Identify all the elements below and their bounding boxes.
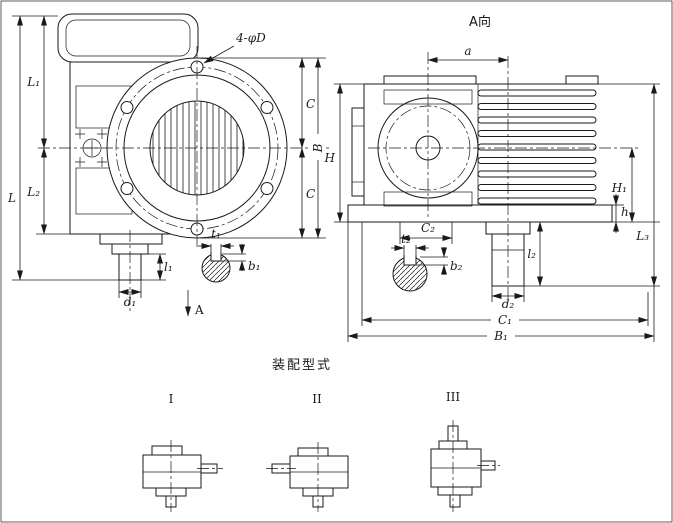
section-label: A [194,303,204,317]
side-view-title: A向 [469,14,491,30]
dim-label-a: a [464,44,471,58]
l1-extension-lines [141,253,166,281]
cooling-fins [477,89,597,205]
wheel-housing-cap [383,75,477,85]
assembly-title: 装配型式 [272,358,332,373]
h-dim [612,194,624,233]
cooling-fin [477,143,597,151]
side-view-a: A向 [324,14,660,343]
bolt-note-label: 4-φD [235,31,266,45]
dim-label-l1: l₁ [164,260,173,274]
cooling-fin [477,157,597,164]
bolt-hole [120,182,134,195]
figure-down-shaft [449,494,461,508]
cooling-fin [477,170,597,178]
bolt-hole [260,182,274,195]
figure-cap [151,445,183,456]
right-extension-lines [200,57,326,239]
dim-label-t2: t₂ [401,232,411,246]
top-cover [57,13,199,63]
assembly-type-2-label: II [312,392,322,406]
bearing-boss [351,107,365,197]
assembly-figure-2 [266,442,349,512]
dim-label-h: h [621,205,629,219]
dim-label-L1: L₁ [26,75,40,89]
base-plate [347,204,613,223]
dim-label-L: L [7,191,16,205]
label-patch [491,312,519,326]
keyway-2 [403,255,417,266]
dim-label-L2: L₂ [26,185,40,199]
cooling-fin [477,184,597,191]
dim-label-C-top: C [306,97,315,111]
cooling-fin [477,103,597,110]
label-patch [311,134,325,160]
assembly-figure-1 [142,440,223,512]
assembly-type-3-label: III [446,390,460,404]
shaft-bracket [99,233,163,245]
dim-label-l2: l₂ [527,247,536,261]
bolt-hole [260,101,274,114]
t1-dim [198,243,234,252]
dim-label-B: B [311,143,325,153]
front-view: L₁ L₂ L C C B 4-φD d₁ l₁ [7,13,330,317]
label-patch [487,328,515,342]
assembly-types: 装配型式 I II III [142,358,500,512]
figure-cap [297,447,329,457]
cooling-fin [477,197,597,205]
dim-label-t1: t₁ [211,227,221,241]
dim-label-b1: b₁ [248,259,261,273]
B1-extension-lines [347,222,655,342]
bearing-boss-lines [352,125,364,183]
dim-label-H1: H₁ [611,181,627,195]
right-top-step [565,75,599,85]
dim-label-B1: B₁ [493,329,508,343]
t2-dim [391,245,429,255]
cooling-fin [477,130,597,137]
bolt-hole [120,101,134,114]
keyway-1 [210,252,222,262]
cooling-fin [477,89,597,97]
b1-dim [221,244,246,271]
dim-label-d1: d₁ [124,295,137,309]
dim-label-d2: d₂ [502,297,515,311]
H-extension-lines [334,83,364,223]
cooling-fin [477,116,597,124]
dim-label-b2: b₂ [450,259,463,273]
figure-body [142,454,202,489]
b2-dim [416,247,448,275]
dim-label-L3: L₃ [635,229,649,243]
bolt-note-leader [203,45,235,64]
dim-label-H: H [324,151,336,165]
assembly-figure-3 [430,420,500,512]
top-cover-inner [65,19,191,57]
dim-label-C2: C₂ [421,221,435,235]
assembly-type-1-label: I [169,392,174,406]
dim-label-C-bottom: C [306,187,315,201]
dim-label-C1: C₁ [498,313,512,327]
figure-base [437,486,473,496]
